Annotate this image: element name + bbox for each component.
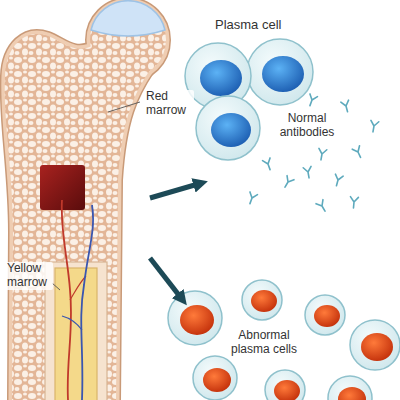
abnormal-plasma-cell [350, 320, 400, 370]
artery [62, 200, 71, 400]
leader-line [108, 102, 140, 112]
bone-region: Red marrowYellow marrow [2, 2, 150, 398]
part-label: Normal antibodies [268, 112, 346, 140]
cell-nucleus [274, 380, 300, 400]
antibody [303, 166, 313, 178]
antibody [282, 176, 294, 190]
abnormal-plasma-cell [193, 356, 237, 400]
articular-cartilage [91, 1, 165, 36]
cell-nucleus [262, 56, 304, 92]
abnormal-plasma-cell [242, 280, 282, 320]
abnormal-plasma-cells: Abnormal plasma cells [185, 283, 398, 396]
plasma-cell [196, 96, 260, 160]
antibody [369, 120, 379, 132]
cell-nucleus [251, 290, 277, 312]
antibody [246, 192, 257, 205]
yellow-marrow-canal [55, 268, 97, 400]
cell-nucleus [203, 368, 231, 392]
abnormal-plasma-cell [305, 295, 345, 335]
cell-nucleus [361, 333, 393, 361]
abnormal-plasma-cell [168, 291, 222, 345]
cell-nucleus [211, 113, 251, 147]
arrow-connector [150, 258, 179, 296]
plasma-cell [247, 39, 313, 105]
normal-plasma-cells: Plasma cellNormal antibodies [205, 8, 375, 218]
antibody [306, 94, 317, 107]
antibody [352, 146, 364, 159]
antibody [333, 174, 344, 187]
abnormal-plasma-cell [328, 376, 372, 400]
antibody [316, 200, 328, 214]
part-label: Red marrow [144, 90, 194, 118]
arrow-connector [150, 185, 196, 198]
leader-line [52, 283, 60, 290]
antibody [349, 197, 358, 209]
cell-nucleus [180, 305, 214, 335]
antibody [317, 148, 327, 160]
antibody [341, 100, 352, 113]
cell-nucleus [338, 387, 366, 400]
cell-nucleus [314, 305, 340, 327]
abnormal-plasma-cell [265, 370, 305, 400]
part-label: Yellow marrow [5, 262, 53, 290]
antibody [263, 158, 274, 171]
part-label: Abnormal plasma cells [225, 329, 303, 357]
vein-branch [62, 316, 82, 330]
cell-nucleus [200, 60, 242, 96]
part-label: Plasma cell [215, 18, 315, 33]
vein [81, 205, 93, 400]
